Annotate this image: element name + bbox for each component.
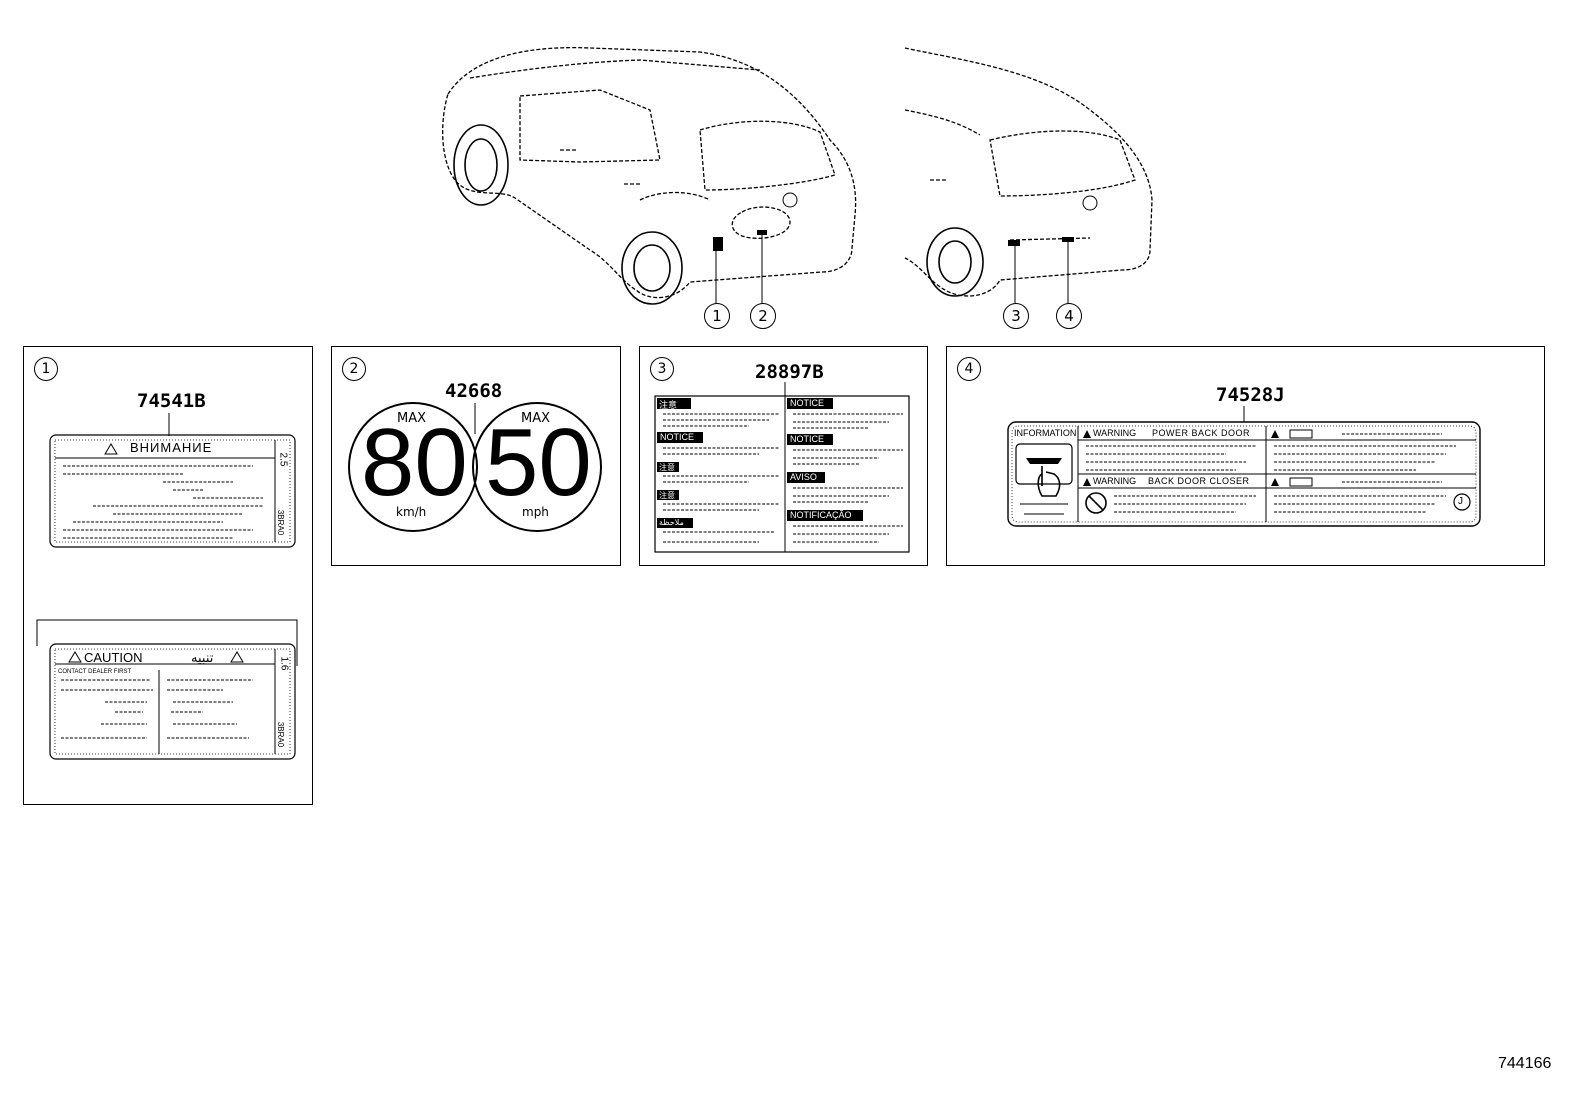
- speed-limit-label: [348, 402, 602, 532]
- figure-id: 744166: [1498, 1055, 1552, 1072]
- callout-3: 3: [1003, 303, 1029, 329]
- label-ru-size: 2.5: [277, 452, 289, 467]
- speed-right-unit: mph: [522, 505, 549, 519]
- warning-1-label: WARNING: [1093, 428, 1137, 438]
- label-en-size: 1.6: [278, 656, 290, 671]
- car-rear-view-left-icon: [442, 46, 857, 305]
- warning-2-title: BACK DOOR CLOSER: [1148, 476, 1250, 486]
- info-title: INFORMATION: [1014, 428, 1077, 438]
- label-en-code: 3BRA0: [276, 721, 286, 748]
- notice-head-l1: 注意: [659, 400, 678, 410]
- notice-label: [654, 382, 910, 553]
- notice-head-l2: NOTICE: [660, 432, 695, 442]
- panel-2-callout: 2: [342, 357, 366, 381]
- label-en-title: CAUTION: [84, 650, 143, 665]
- panel-2: [331, 346, 621, 566]
- no-hand-icon: [1085, 492, 1107, 514]
- warning-2-label: WARNING: [1093, 476, 1137, 486]
- panel-4-callout: 4: [957, 357, 981, 381]
- notice-head-r4: NOTIFICAÇÃO: [790, 510, 852, 520]
- panel-1-callout: 1: [34, 357, 58, 381]
- panel-1: [23, 346, 313, 805]
- notice-head-r2: NOTICE: [790, 434, 825, 444]
- speed-left-unit: km/h: [396, 505, 427, 519]
- panel-3-callout: 3: [650, 357, 674, 381]
- callout-2: 2: [750, 303, 776, 329]
- part-number-74541B: 74541B: [137, 390, 206, 412]
- callout-4: 4: [1056, 303, 1082, 329]
- warning-triangle-icon: [1083, 430, 1279, 486]
- speed-right-value: 50: [485, 409, 592, 516]
- panel-3: [639, 346, 928, 566]
- part-number-42668: 42668: [445, 380, 503, 402]
- notice-head-r3: AVISO: [790, 472, 817, 482]
- car-illustrations: [442, 46, 1153, 305]
- label-en-subtitle: CONTACT DEALER FIRST: [58, 669, 132, 675]
- panel-4: [946, 346, 1545, 566]
- notice-head-r1: NOTICE: [790, 398, 825, 408]
- speed-left-value: 80: [361, 409, 468, 516]
- label-ru-code: 3BRA0: [276, 509, 286, 536]
- label-ar-title: تنبيه: [191, 650, 214, 665]
- speed-left-max: MAX: [397, 411, 427, 426]
- hand-press-icon: [1015, 443, 1073, 497]
- speed-right-max: MAX: [521, 411, 551, 426]
- car-rear-view-right-icon: [904, 47, 1153, 297]
- information-label: [1007, 406, 1481, 527]
- part-number-74528J: 74528J: [1216, 384, 1285, 406]
- callout-1: 1: [704, 303, 730, 329]
- label-ru-title: ВНИМАНИЕ: [130, 440, 213, 455]
- label-74541B: [36, 413, 298, 760]
- notice-head-l5: ملاحظة: [659, 518, 684, 527]
- part-number-28897B: 28897B: [755, 361, 824, 383]
- label-corner-mark: J: [1458, 496, 1463, 507]
- warning-1-title: POWER BACK DOOR: [1152, 428, 1251, 438]
- notice-head-l4: 注意: [659, 491, 675, 500]
- notice-head-l3: 注意: [659, 463, 675, 472]
